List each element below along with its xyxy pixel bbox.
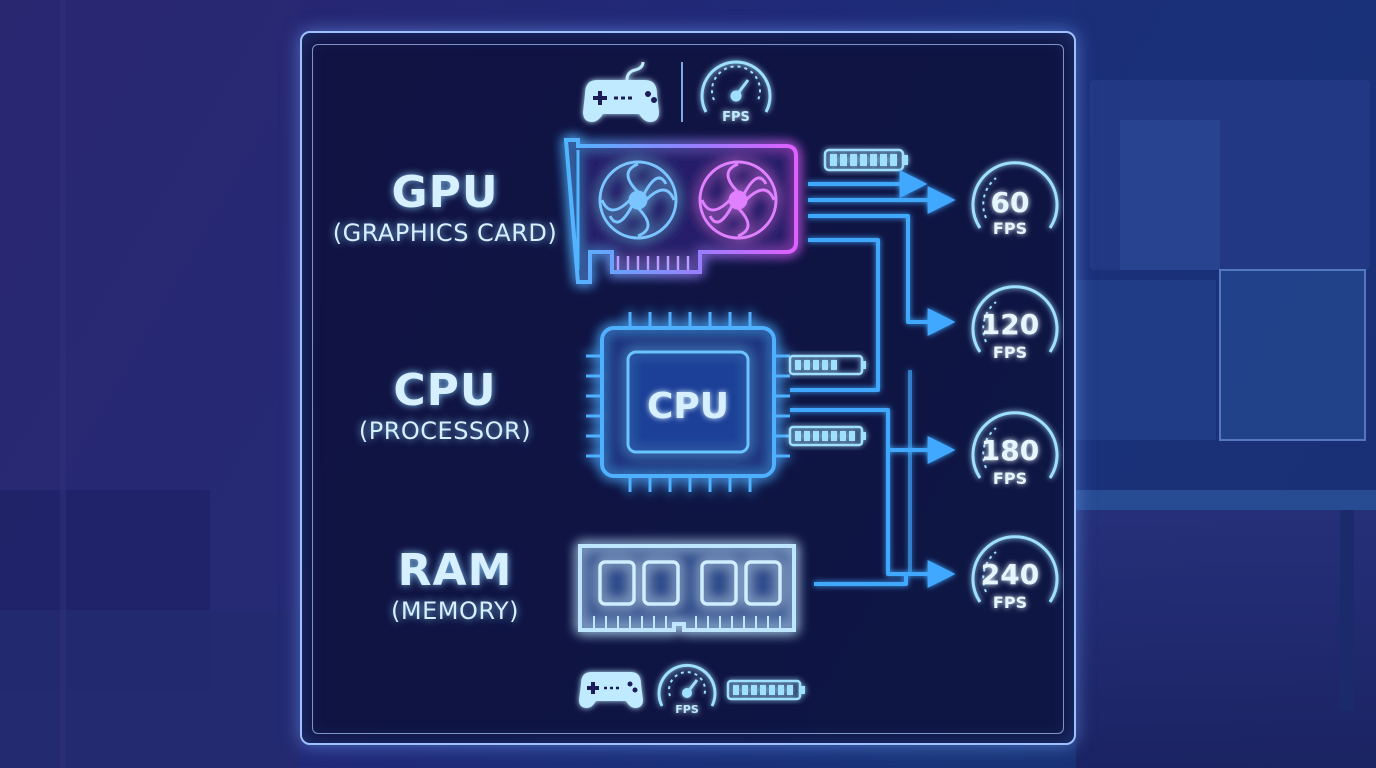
fps-gauges <box>971 161 1059 603</box>
fps-unit-120: FPS <box>993 343 1027 362</box>
gpu-card-icon <box>563 138 798 284</box>
speedometer-icon <box>700 60 772 113</box>
battery-icon <box>726 679 805 701</box>
gpu-to-cpu-line <box>790 238 880 392</box>
cpu-chip-icon <box>586 312 790 492</box>
fps-value-60: 60 <box>991 186 1030 219</box>
gpu-fan-right-icon <box>698 160 778 240</box>
gpu-label-sub: (GRAPHICS CARD) <box>332 219 558 247</box>
gpu-label-name: GPU <box>391 167 499 218</box>
fps-gauge-180 <box>971 411 1059 479</box>
gamepad-icon <box>583 61 659 122</box>
fps-value-120: 120 <box>981 308 1039 341</box>
battery-icon <box>788 354 866 376</box>
ram-stick-icon <box>578 544 796 632</box>
fps-unit-180: FPS <box>993 469 1027 488</box>
fps-values: 60 FPS 120 FPS 180 FPS 240 FPS <box>981 186 1039 612</box>
fps-unit-240: FPS <box>993 593 1027 612</box>
fps-unit-60: FPS <box>993 219 1027 238</box>
gamepad-icon <box>579 672 643 708</box>
cpu-label-name: CPU <box>393 365 497 416</box>
ram-label: RAM (MEMORY) <box>340 546 570 626</box>
cpu-to-180-arrow <box>790 408 956 464</box>
gpu-fan-left-icon <box>598 160 678 240</box>
gpu-to-120-arrow <box>808 214 956 336</box>
cpu-label: CPU (PROCESSOR) <box>330 366 560 446</box>
battery-icon <box>788 425 866 447</box>
soundwave-icon <box>830 110 900 146</box>
cpu-label-sub: (PROCESSOR) <box>358 417 532 445</box>
ram-label-sub: (MEMORY) <box>391 597 519 625</box>
fps-value-180: 180 <box>981 434 1039 467</box>
battery-icon <box>823 148 908 172</box>
ram-to-240-arrow <box>814 574 908 586</box>
fps-value-240: 240 <box>981 558 1039 591</box>
cpu-chip-text: CPU <box>647 386 729 427</box>
diagram-panel-inner-border <box>312 44 1064 734</box>
ram-label-name: RAM <box>397 545 513 596</box>
speedometer-icon <box>657 663 717 707</box>
gpu-label: GPU (GRAPHICS CARD) <box>320 168 570 248</box>
fps-gauge-240 <box>971 535 1059 603</box>
connector-lines <box>790 170 956 588</box>
fps-gauge-120 <box>971 285 1059 353</box>
top-gauge-label: FPS <box>722 110 750 125</box>
fps-gauge-60 <box>971 161 1059 229</box>
bottom-gauge-label: FPS <box>675 703 699 716</box>
cpu-to-240-arrow <box>886 450 956 588</box>
